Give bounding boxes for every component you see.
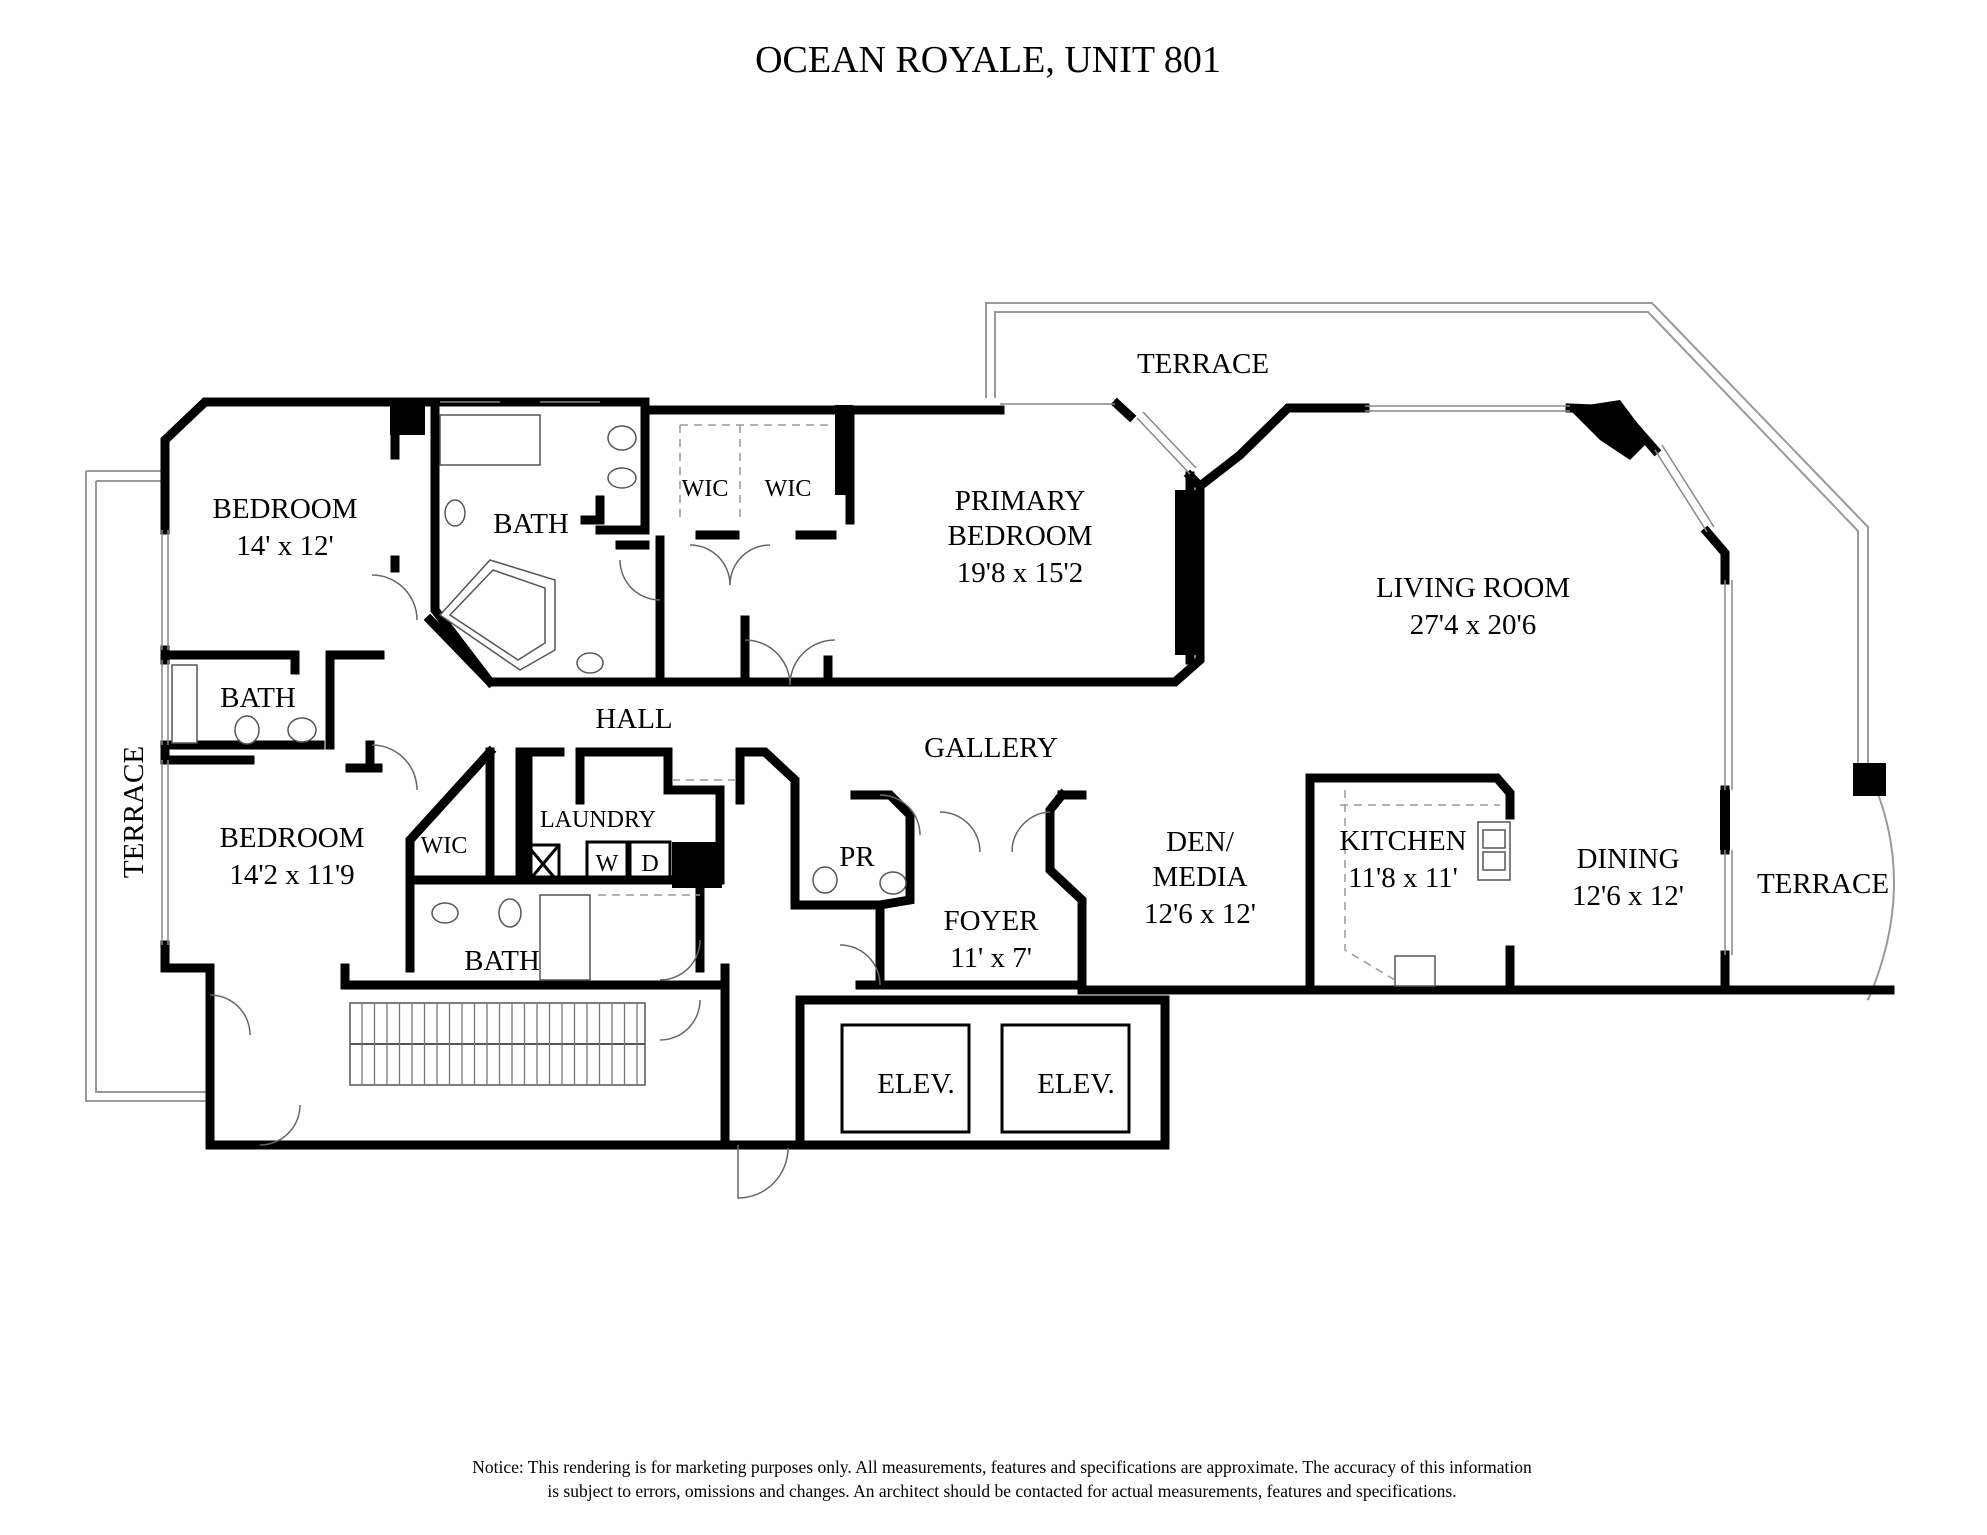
bath-lower-label: BATH — [464, 945, 540, 977]
wic1-label: WIC — [682, 476, 729, 502]
elev1-label: ELEV. — [877, 1068, 955, 1100]
fixtures — [171, 414, 1511, 987]
foyer-name: FOYER — [943, 905, 1039, 937]
dining-name: DINING — [1576, 843, 1679, 875]
bedroom1-size: 14' x 12' — [236, 530, 333, 562]
bath-main-label: BATH — [493, 508, 569, 540]
den-name-1: DEN/ — [1166, 826, 1235, 858]
bedroom2-size: 14'2 x 11'9 — [229, 859, 354, 891]
foyer-size: 11' x 7' — [950, 942, 1032, 974]
windows — [161, 401, 1733, 955]
elev2-label: ELEV. — [1037, 1068, 1115, 1100]
living-room-size: 27'4 x 20'6 — [1410, 609, 1536, 641]
elevators — [840, 1023, 1131, 1134]
wic2-label: WIC — [765, 476, 812, 502]
structural-columns — [390, 400, 1886, 888]
pr-label: PR — [839, 841, 875, 873]
hall-label: HALL — [595, 703, 672, 735]
washer-label: W — [596, 851, 619, 877]
notice-line-2: is subject to errors, omissions and chan… — [547, 1481, 1456, 1501]
den-size: 12'6 x 12' — [1144, 898, 1256, 930]
room-labels: TERRACE TERRACE TERRACE BEDROOM 14' x 12… — [118, 348, 1889, 1100]
plan-title: OCEAN ROYALE, UNIT 801 — [755, 39, 1221, 81]
living-room-name: LIVING ROOM — [1376, 572, 1570, 604]
primary-bedroom-name-1: PRIMARY — [955, 485, 1086, 517]
gallery-label: GALLERY — [924, 732, 1058, 764]
bath-small-label: BATH — [220, 682, 296, 714]
wic3-label: WIC — [421, 833, 468, 859]
laundry-label: LAUNDRY — [540, 807, 656, 833]
terrace-left-label: TERRACE — [118, 746, 150, 878]
bedroom2-name: BEDROOM — [219, 822, 364, 854]
dining-size: 12'6 x 12' — [1572, 880, 1684, 912]
den-name-2: MEDIA — [1152, 861, 1247, 893]
primary-bedroom-name-2: BEDROOM — [947, 520, 1092, 552]
notice-line-1: Notice: This rendering is for marketing … — [472, 1457, 1532, 1477]
terrace-top-label: TERRACE — [1137, 348, 1269, 380]
kitchen-size: 11'8 x 11' — [1348, 862, 1458, 894]
primary-bedroom-size: 19'8 x 15'2 — [957, 557, 1083, 589]
stairwell — [349, 1002, 646, 1086]
kitchen-name: KITCHEN — [1339, 825, 1466, 857]
terrace-right-label: TERRACE — [1757, 868, 1889, 900]
bedroom1-name: BEDROOM — [212, 493, 357, 525]
doors — [209, 544, 1051, 1199]
dryer-label: D — [641, 851, 658, 877]
